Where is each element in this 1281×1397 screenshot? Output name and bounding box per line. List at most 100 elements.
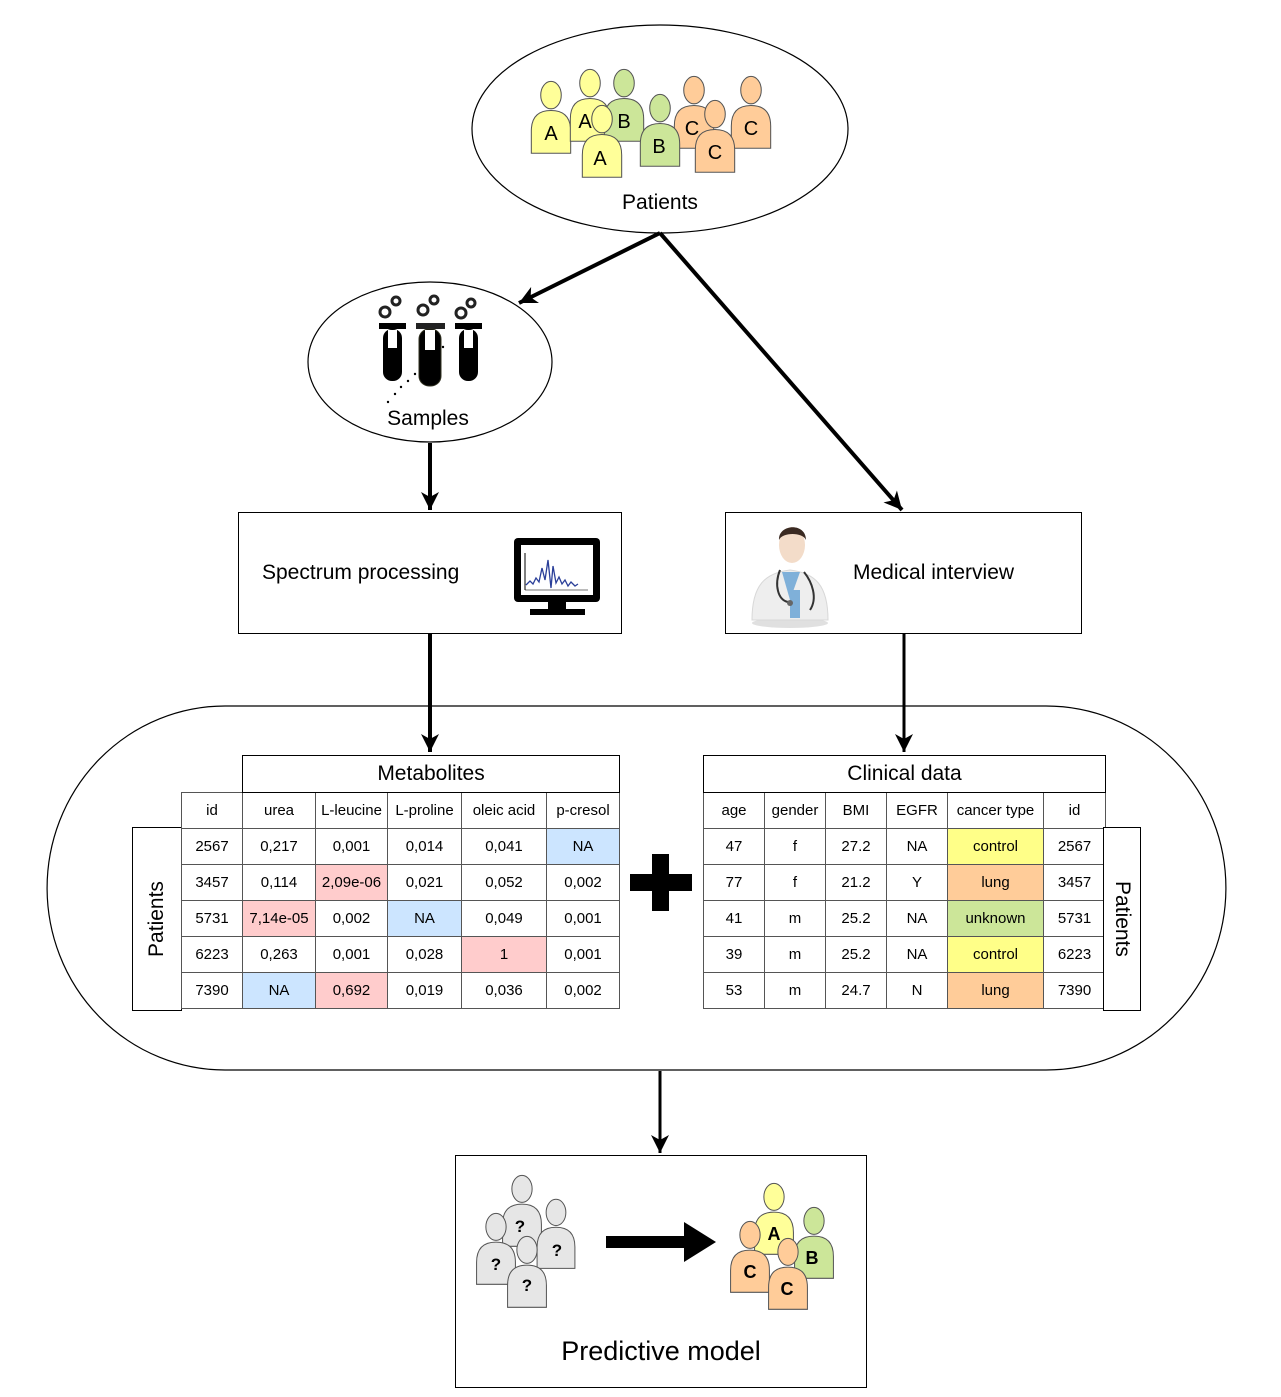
metabolites-column-header: p-cresol <box>545 792 621 829</box>
clinical-cell: NA <box>886 936 948 973</box>
clinical-cell: m <box>764 900 826 937</box>
metabolites-cell: 0,001 <box>315 828 388 865</box>
unknown-patients-icon: ? ? ? ? <box>476 1174 576 1308</box>
clinical-cell: control <box>947 828 1044 865</box>
metabolites-cell: 0,041 <box>461 828 547 865</box>
metabolites-cell: 2567 <box>181 828 243 865</box>
clinical-cell: 53 <box>703 972 765 1009</box>
metabolites-patients-side-label: Patients <box>132 827 182 1011</box>
unknown-mark: ? <box>491 1255 501 1274</box>
metabolites-cell: 0,021 <box>387 864 462 901</box>
metabolites-cell: 6223 <box>181 936 243 973</box>
clinical-cell: NA <box>886 900 948 937</box>
unknown-mark: ? <box>552 1241 562 1260</box>
unknown-mark: ? <box>515 1217 525 1236</box>
metabolites-cell: 0,028 <box>387 936 462 973</box>
clinical-cell: N <box>886 972 948 1009</box>
medical-interview-label: Medical interview <box>853 561 1015 584</box>
metabolites-cell: 0,019 <box>387 972 462 1009</box>
metabolites-column-header: urea <box>242 792 316 829</box>
clinical-column-header: BMI <box>825 792 887 829</box>
class-label-c: C <box>781 1279 794 1299</box>
metabolites-cell: 0,002 <box>545 864 621 901</box>
metabolites-cell: 0,001 <box>545 936 621 973</box>
clinical-cell: 3457 <box>1043 864 1106 901</box>
person-label-a: A <box>578 111 592 133</box>
class-label-a: A <box>768 1224 781 1244</box>
samples-label: Samples <box>387 407 469 430</box>
clinical-cell: m <box>764 972 826 1009</box>
clinical-cell: 5731 <box>1043 900 1106 937</box>
clinical-cell: 41 <box>703 900 765 937</box>
metabolites-column-header: L-proline <box>387 792 462 829</box>
metabolites-cell: 0,692 <box>315 972 388 1009</box>
metabolites-cell: NA <box>545 828 621 865</box>
clinical-cell: f <box>764 864 826 901</box>
metabolites-cell: 5731 <box>181 900 243 937</box>
clinical-cell: Y <box>886 864 948 901</box>
metabolites-title: Metabolites <box>241 755 621 793</box>
clinical-cell: NA <box>886 828 948 865</box>
person-label-b: B <box>652 136 665 158</box>
predictive-model-box[interactable]: Predictive model <box>455 1155 867 1388</box>
clinical-cell: lung <box>947 972 1044 1009</box>
medical-interview-box[interactable]: Medical interview <box>725 512 1082 634</box>
test-tubes-icon <box>378 294 482 404</box>
clinical-cell: 6223 <box>1043 936 1106 973</box>
metabolites-column-header: oleic acid <box>461 792 547 829</box>
clinical-cell: 21.2 <box>825 864 887 901</box>
clinical-title: Clinical data <box>703 755 1106 793</box>
patients-group-icon: A B A A C C B C <box>530 68 772 178</box>
spectrum-processing-label: Spectrum processing <box>262 561 460 584</box>
spectrum-processing-box[interactable]: Spectrum processing <box>238 512 622 634</box>
clinical-cell: unknown <box>947 900 1044 937</box>
clinical-cell: 25.2 <box>825 900 887 937</box>
monitor-spectrum-icon <box>514 538 600 615</box>
arrow-patients-to-interview <box>658 231 904 512</box>
plus-icon <box>630 854 692 911</box>
metabolites-cell: 2,09e-06 <box>315 864 388 901</box>
metabolites-cell: 0,002 <box>545 972 621 1009</box>
clinical-column-header: EGFR <box>886 792 948 829</box>
clinical-column-header: cancer type <box>947 792 1044 829</box>
metabolites-cell: 0,001 <box>545 900 621 937</box>
clinical-cell: 2567 <box>1043 828 1106 865</box>
metabolites-cell: 0,052 <box>461 864 547 901</box>
clinical-cell: lung <box>947 864 1044 901</box>
metabolites-cell: 0,049 <box>461 900 547 937</box>
clinical-column-header: id <box>1043 792 1106 829</box>
metabolites-cell: 0,014 <box>387 828 462 865</box>
clinical-cell: f <box>764 828 826 865</box>
metabolites-cell: 7390 <box>181 972 243 1009</box>
person-label-a: A <box>544 123 558 145</box>
class-label-c: C <box>744 1262 757 1282</box>
metabolites-column-header: L-leucine <box>315 792 388 829</box>
metabolites-cell: 0,217 <box>242 828 316 865</box>
metabolites-cell: 0,263 <box>242 936 316 973</box>
classified-patients-icon: A B C C <box>730 1182 834 1310</box>
person-label-b: B <box>617 111 630 133</box>
person-label-a: A <box>593 148 607 170</box>
metabolites-cell: 0,114 <box>242 864 316 901</box>
arrow-patients-to-samples <box>518 231 661 305</box>
person-label-c: C <box>708 142 722 164</box>
doctor-icon <box>751 527 829 628</box>
clinical-cell: 39 <box>703 936 765 973</box>
metabolites-cell: NA <box>387 900 462 937</box>
person-label-c: C <box>744 118 758 140</box>
unknown-mark: ? <box>522 1276 532 1295</box>
metabolites-cell: 0,002 <box>315 900 388 937</box>
metabolites-cell: 0,001 <box>315 936 388 973</box>
clinical-cell: 24.7 <box>825 972 887 1009</box>
clinical-cell: 77 <box>703 864 765 901</box>
